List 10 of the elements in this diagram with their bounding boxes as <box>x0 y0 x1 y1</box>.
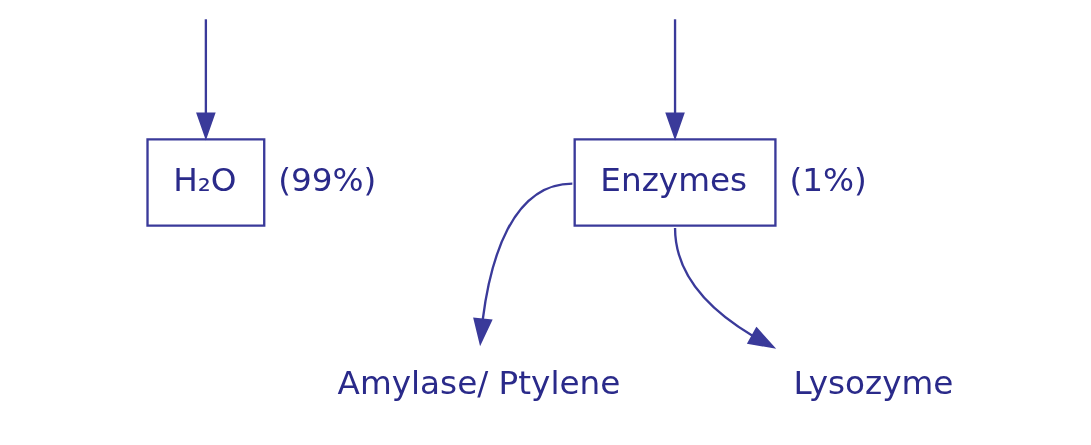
node-text: Amylase/ Ptylene <box>337 364 621 403</box>
node-box: Enzymes <box>573 138 777 227</box>
arrow <box>665 19 685 141</box>
node-label: (99%) <box>278 161 377 200</box>
node-label: (1%) <box>789 161 867 200</box>
node-box: H₂O <box>146 138 266 227</box>
arrow <box>196 19 216 141</box>
arrow <box>473 182 573 347</box>
arrow <box>673 227 777 349</box>
node-text: Lysozyme <box>793 364 954 403</box>
